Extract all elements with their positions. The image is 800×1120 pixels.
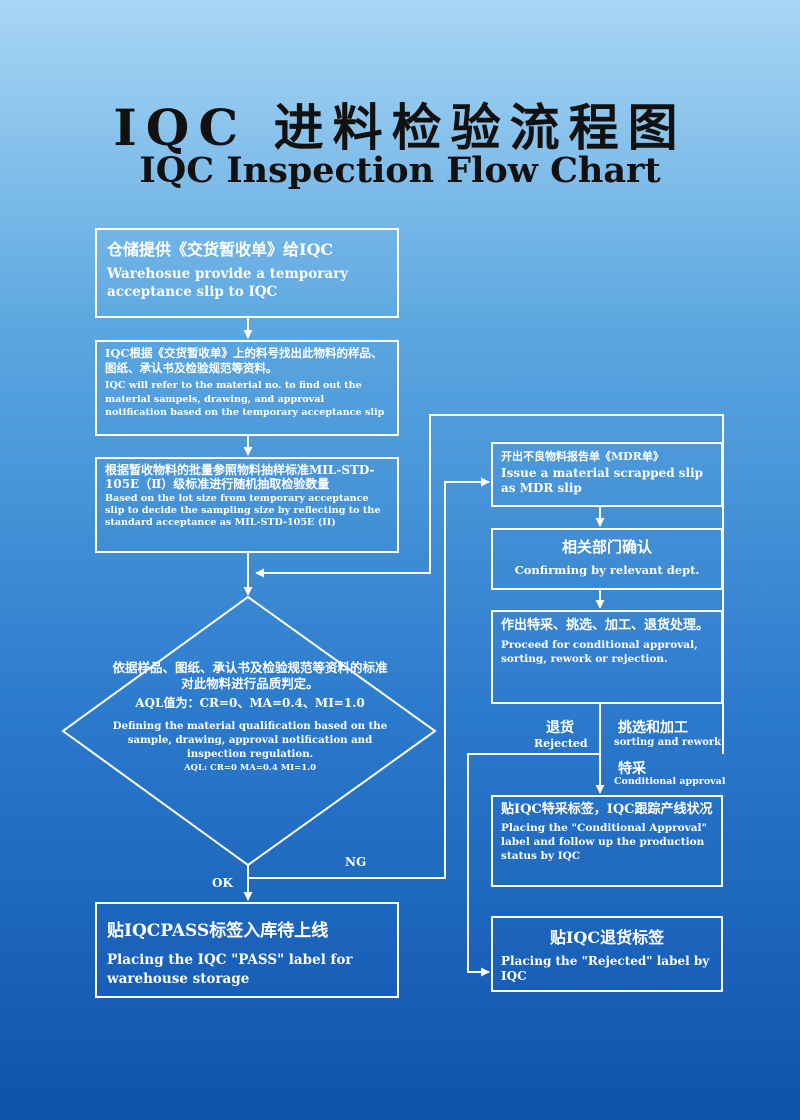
step-warehouse-provide-slip: 仓储提供《交货暂收单》给IQC Warehosue provide a temp… — [95, 228, 399, 318]
step-proceed-disposition: 作出特采、挑选、加工、退货处理。 Proceed for conditional… — [491, 610, 723, 704]
step1-en: Warehosue provide a temporary acceptance… — [107, 266, 349, 300]
step-dept-confirm: 相关部门确认 Confirming by relevant dept. — [491, 528, 723, 590]
step3-en: Based on the lot size from temporary acc… — [105, 493, 381, 528]
confirm-cn: 相关部门确认 — [561, 538, 652, 556]
edge-label-ng: NG — [345, 855, 367, 869]
step1-cn: 仓储提供《交货暂收单》给IQC — [107, 240, 334, 259]
step-find-materials: IQC根据《交货暂收单》上的料号找出此物料的样品、图纸、承认书及检验规范等资料。… — [95, 340, 399, 436]
page-title-en: IQC Inspection Flow Chart — [139, 150, 661, 191]
edge-label-reject-en: Rejected — [534, 737, 588, 750]
decision-aql-en: AQL: CR=0 MA=0.4 MI=1.0 — [183, 763, 317, 773]
step3-cn: 根据暂收物料的批量参照物料抽样标准MIL-STD-105E（Ⅱ）级标准进行随机抽… — [105, 463, 375, 491]
conditional-cn: 贴IQC特采标签，IQC跟踪产线状况 — [501, 802, 713, 817]
decision-cn: 依据样品、图纸、承认书及检验规范等资料的标准对此物料进行品质判定。 — [112, 660, 388, 691]
step-rejected-label: 贴IQC退货标签 Placing the "Rejected" label by… — [491, 916, 723, 992]
step2-en: IQC will refer to the material no. to fi… — [105, 380, 385, 418]
edge-label-cond-en: Conditional approval — [614, 776, 726, 787]
edge-label-sort-cn: 挑选和加工 — [618, 720, 688, 736]
step-pass-label: 贴IQCPASS标签入库待上线 Placing the IQC "PASS" l… — [95, 902, 399, 998]
page-title-cn: IQC 进料检验流程图 — [113, 98, 687, 157]
proceed-cn: 作出特采、挑选、加工、退货处理。 — [501, 618, 710, 633]
decision-aql-cn: AQL值为：CR=0、MA=0.4、MI=1.0 — [135, 696, 365, 710]
edge-label-cond-cn: 特采 — [618, 761, 646, 777]
arrow-sorting-rework-loop — [255, 414, 724, 754]
edge-label-ok: OK — [212, 876, 233, 890]
step-issue-mdr: 开出不良物料报告单《MDR单》 Issue a material scrappe… — [491, 442, 723, 507]
conditional-en: Placing the "Conditional Approval" label… — [501, 822, 707, 862]
decision-text: 依据样品、图纸、承认书及检验规范等资料的标准对此物料进行品质判定。 AQL值为：… — [110, 660, 390, 773]
edge-label-sort-en: sorting and rework — [614, 737, 722, 748]
confirm-en: Confirming by relevant dept. — [514, 563, 700, 577]
decision-en: Defining the material qualification base… — [112, 720, 388, 760]
step-sampling: 根据暂收物料的批量参照物料抽样标准MIL-STD-105E（Ⅱ）级标准进行随机抽… — [95, 457, 399, 553]
edge-label-reject-cn: 退货 — [546, 720, 574, 736]
proceed-en: Proceed for conditional approval, sortin… — [501, 639, 698, 665]
pass-en: Placing the IQC "PASS" label for warehou… — [107, 952, 353, 987]
arrow-rejected — [467, 753, 600, 977]
mdr-en: Issue a material scrapped slip as MDR sl… — [501, 466, 704, 495]
pass-cn: 贴IQCPASS标签入库待上线 — [107, 921, 329, 941]
rejected-cn: 贴IQC退货标签 — [549, 928, 665, 947]
arrow-ng-to-mdr — [247, 477, 490, 879]
mdr-cn: 开出不良物料报告单《MDR单》 — [501, 450, 664, 463]
step2-cn: IQC根据《交货暂收单》上的料号找出此物料的样品、图纸、承认书及检验规范等资料。 — [105, 346, 383, 375]
step-conditional-label: 贴IQC特采标签，IQC跟踪产线状况 Placing the "Conditio… — [491, 795, 723, 887]
rejected-en: Placing the "Rejected" label by IQC — [501, 954, 710, 983]
